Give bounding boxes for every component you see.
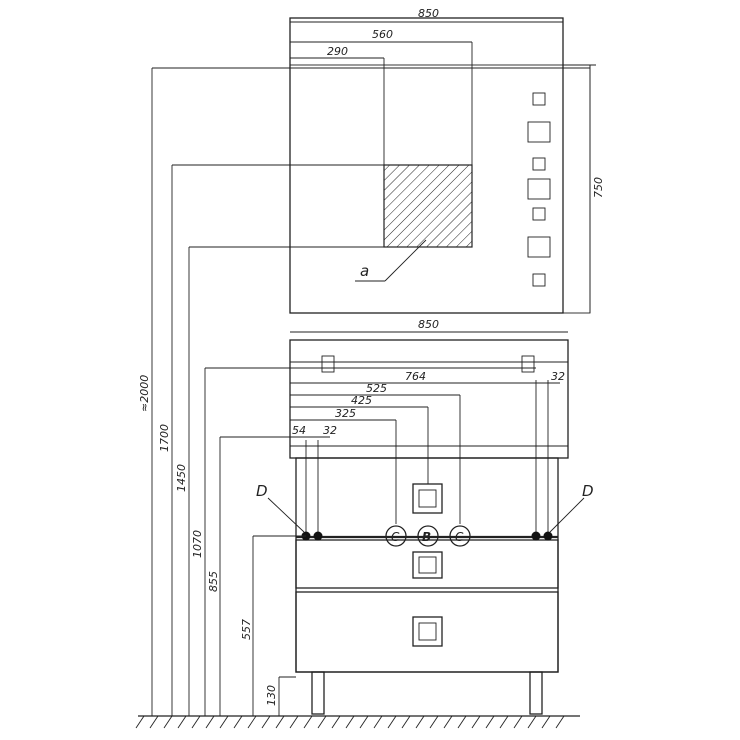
marker-c-right-label: C: [455, 530, 464, 544]
connection-dot: [543, 531, 553, 541]
floor-hatch-tick: [527, 715, 537, 729]
drawer-upper: [295, 539, 559, 589]
handle-drawer-lower-inner: [418, 622, 437, 641]
dim-label-855: 855: [207, 571, 220, 592]
floor-hatch-tick: [457, 715, 467, 729]
mirror-light-square: [527, 121, 551, 143]
floor-hatch-tick: [373, 715, 383, 729]
floor-hatch-tick: [261, 715, 271, 729]
handle-drawer-lower: [412, 616, 443, 647]
dim-label-2000: ≈2000: [138, 375, 151, 412]
dim-label-290: 290: [327, 45, 348, 58]
floor-hatch-tick: [401, 715, 411, 729]
mirror-light-square: [527, 236, 551, 258]
dim-label-557: 557: [240, 619, 253, 640]
mirror-light-square: [532, 273, 546, 287]
dim-label-525: 525: [366, 382, 387, 395]
floor-hatch-tick: [163, 715, 173, 729]
dim-label-560: 560: [372, 28, 393, 41]
floor-hatch-tick: [499, 715, 509, 729]
floor-hatch-tick: [191, 715, 201, 729]
dim-label-32-left: 32: [323, 424, 337, 437]
dim-label-325: 325: [335, 407, 356, 420]
dim-label-32-right: 32: [551, 370, 565, 383]
mirror-light-square: [532, 207, 546, 221]
floor-hatch-tick: [177, 715, 187, 729]
handle-drawer-upper: [412, 551, 443, 579]
fixing-bracket: [321, 355, 335, 373]
drawer-lower: [295, 591, 559, 673]
marker-b: [417, 525, 439, 547]
handle-door-inner: [418, 489, 437, 508]
floor-hatch-tick: [303, 715, 313, 729]
handle-drawer-upper-inner: [418, 556, 437, 574]
dim-label-425: 425: [351, 394, 372, 407]
floor-hatch-tick: [555, 715, 565, 729]
mirror-light-square: [527, 178, 551, 200]
callout-label-d-left: D: [256, 482, 268, 500]
marker-b-label: B: [422, 530, 431, 544]
floor-hatch-tick: [289, 715, 299, 729]
connection-dot: [531, 531, 541, 541]
floor-hatch-tick: [513, 715, 523, 729]
floor-hatch-tick: [359, 715, 369, 729]
dim-label-54: 54: [292, 424, 306, 437]
floor-hatch-tick: [149, 715, 159, 729]
floor: [135, 715, 580, 729]
marker-c-right: [449, 525, 471, 547]
dim-label-1700: 1700: [158, 424, 171, 452]
dim-label-1450: 1450: [175, 464, 188, 492]
callout-label-d-right: D: [582, 482, 594, 500]
callout-label-a: a: [360, 262, 369, 280]
leader-line-d-right: [549, 497, 585, 533]
handle-door: [412, 483, 443, 514]
floor-hatch-tick: [443, 715, 453, 729]
leg-right: [529, 671, 543, 715]
floor-hatch-tick: [205, 715, 215, 729]
floor-hatch-tick: [415, 715, 425, 729]
floor-hatch-tick: [317, 715, 327, 729]
floor-hatch-tick: [345, 715, 355, 729]
floor-hatch-tick: [247, 715, 257, 729]
dim-label-1070: 1070: [191, 530, 204, 558]
leg-left: [311, 671, 325, 715]
mirror-light-square: [532, 157, 546, 171]
sink-top: [289, 339, 569, 459]
floor-hatch-tick: [233, 715, 243, 729]
floor-hatch-tick: [219, 715, 229, 729]
dim-label-130: 130: [265, 685, 278, 706]
floor-hatch-tick: [331, 715, 341, 729]
floor-hatch-tick: [471, 715, 481, 729]
floor-hatching: [135, 715, 565, 729]
floor-hatch-tick: [387, 715, 397, 729]
floor-hatch-tick: [275, 715, 285, 729]
cabinet: 850 764 32 525 425 325: [256, 318, 594, 715]
mirror-light-square: [532, 92, 546, 106]
mirror: 850 560 290 750 a: [289, 7, 605, 314]
leader-line-a: [384, 239, 427, 282]
dim-label-850-cabinet: 850: [418, 318, 439, 331]
dim-label-764: 764: [405, 370, 426, 383]
leader-line-d-left: [267, 497, 305, 533]
connection-dot: [313, 531, 323, 541]
marker-c-left: [385, 525, 407, 547]
floor-hatch-tick: [135, 715, 145, 729]
floor-hatch-tick: [541, 715, 551, 729]
dim-label-750: 750: [592, 177, 605, 198]
mirror-hatched-zone: [383, 164, 473, 248]
height-dimensions: ≈2000 1700 1450 1070 855 557 130: [138, 67, 590, 716]
floor-hatch-tick: [429, 715, 439, 729]
dim-label-850-mirror: 850: [418, 7, 439, 20]
marker-c-left-label: C: [391, 530, 400, 544]
fixing-bracket: [521, 355, 535, 373]
floor-hatch-tick: [485, 715, 495, 729]
